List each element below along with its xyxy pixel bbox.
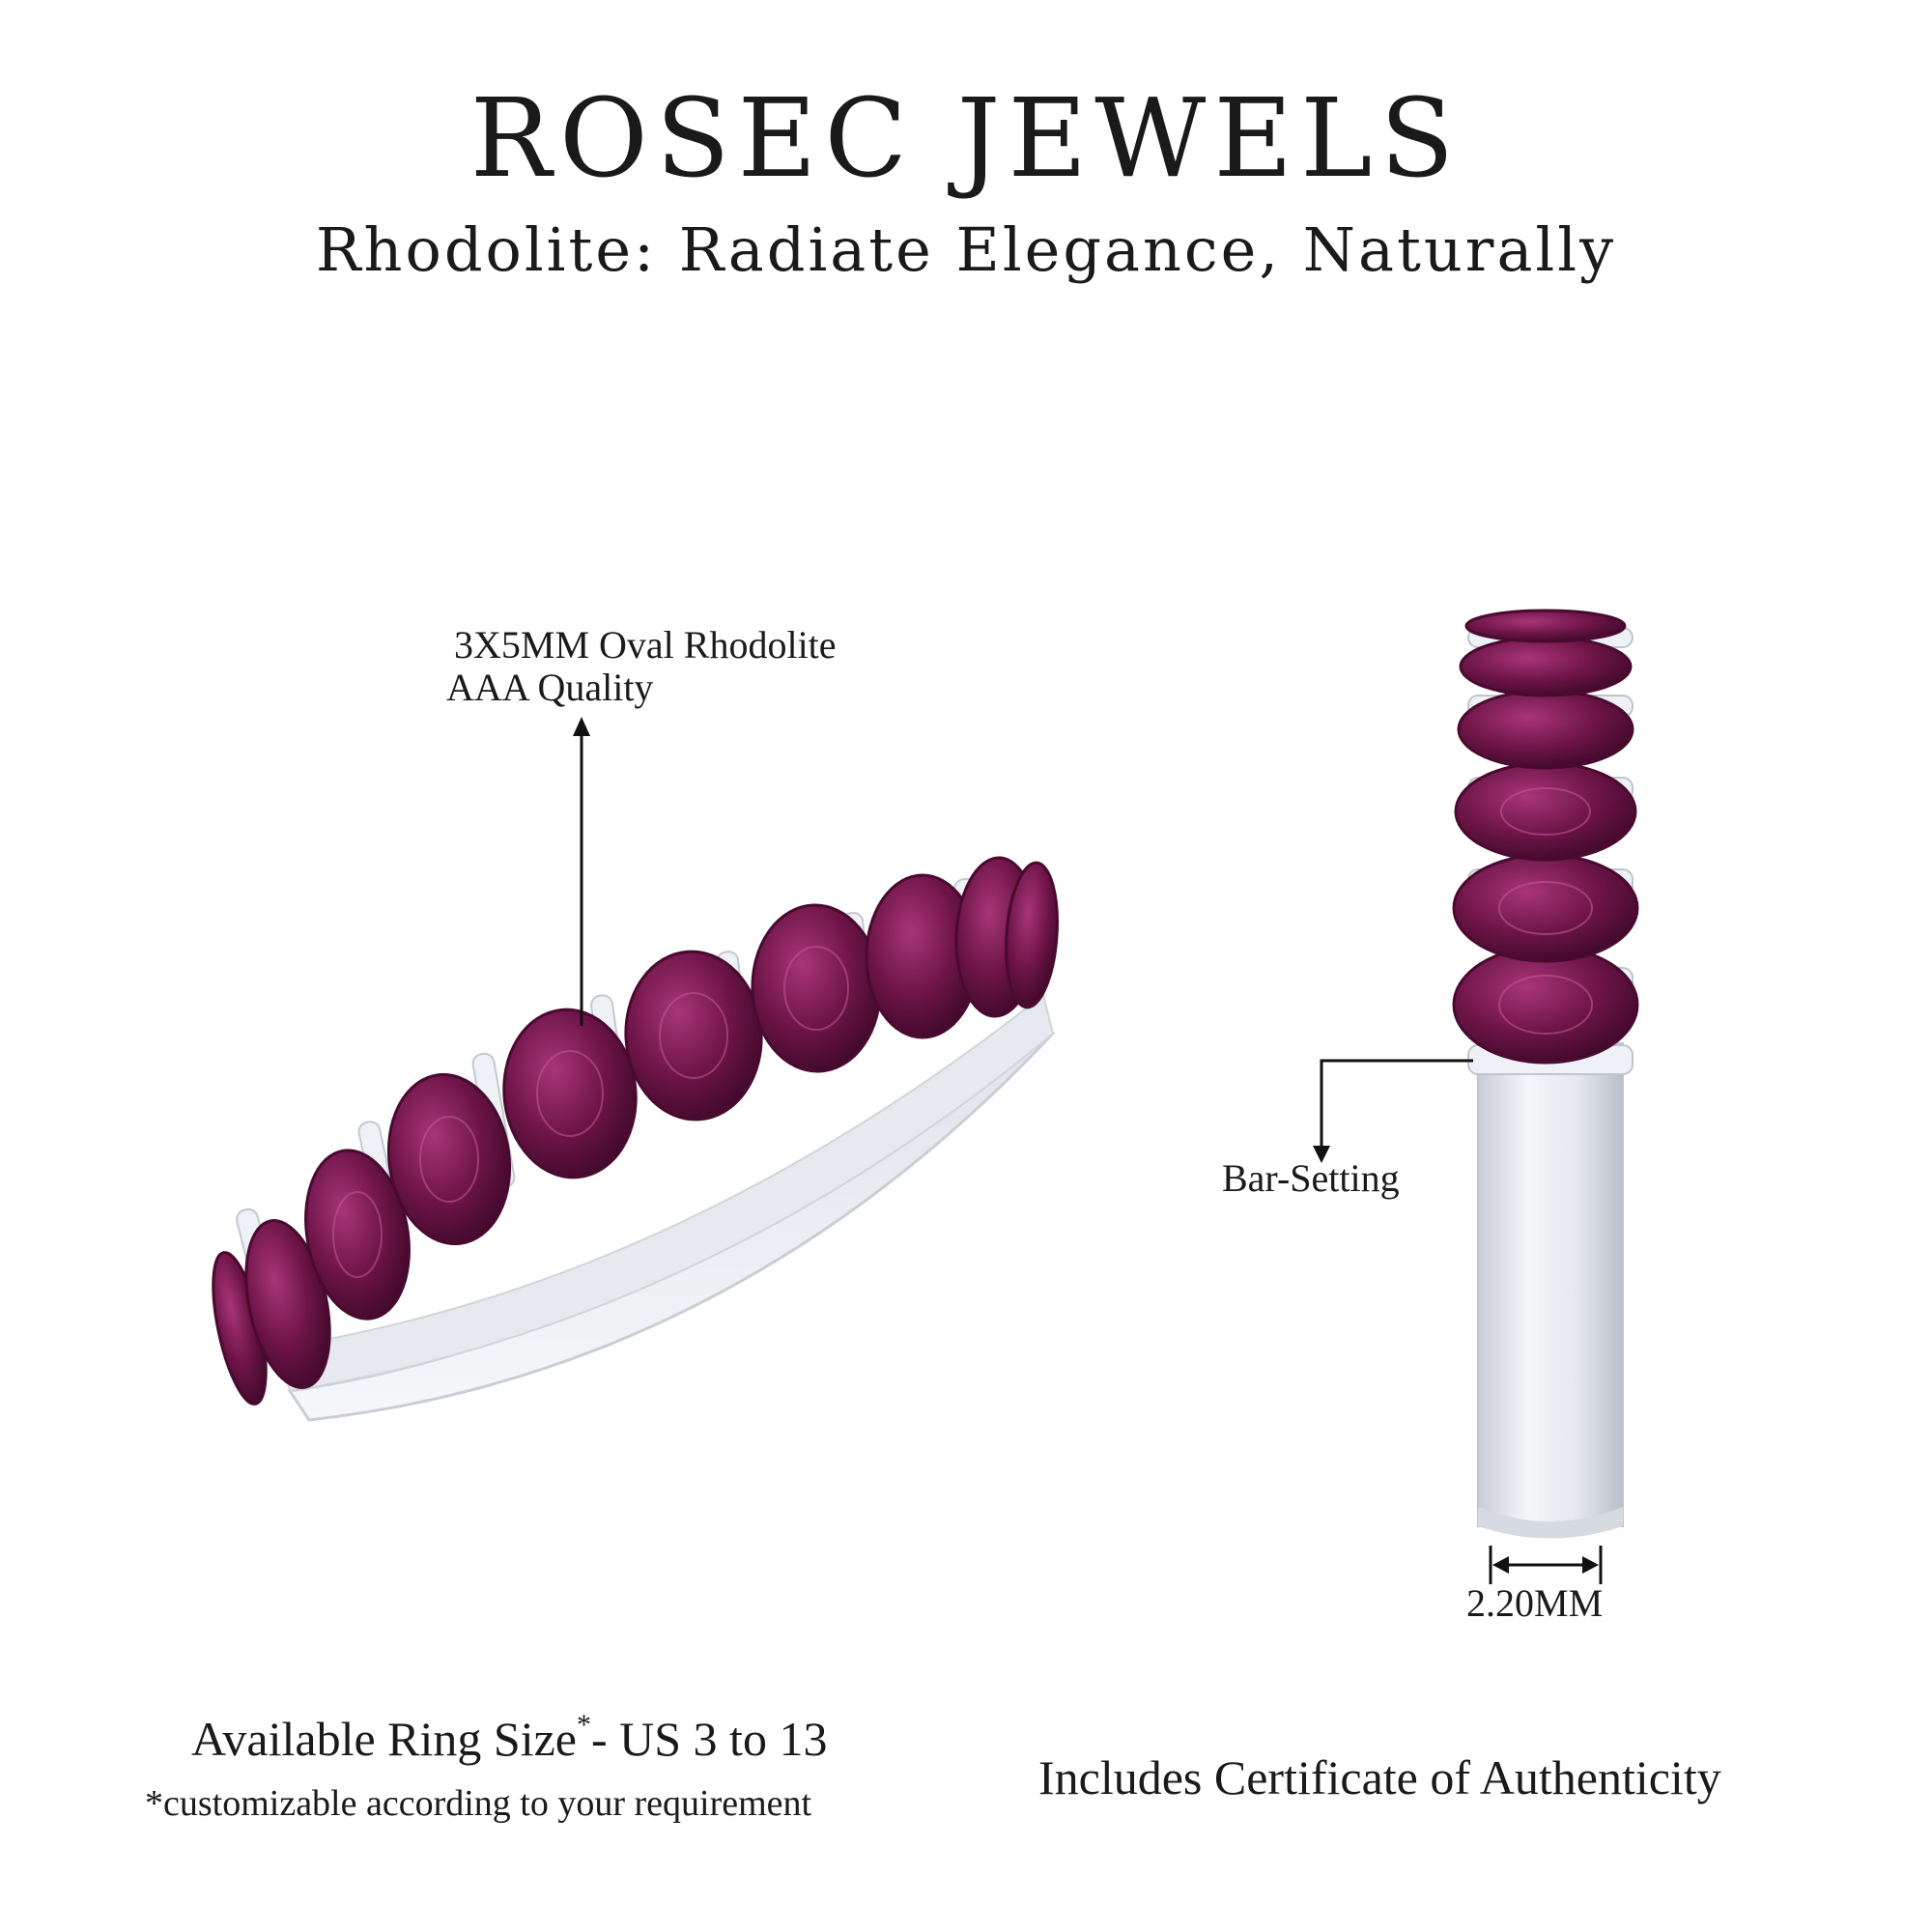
ring-size-prefix: Available Ring Size [191,1712,577,1766]
ring-size-range: - US 3 to 13 [590,1712,828,1766]
brand-title: ROSEC JEWELS [469,76,1463,202]
ring-size-asterisk: * [576,1709,591,1741]
customizable-note: *customizable according to your requirem… [145,1783,812,1824]
ring-side-view [1452,609,1639,1539]
bar-setting-label: Bar-Setting [1222,1156,1400,1200]
tagline: Rhodolite: Radiate Elegance, Naturally [315,214,1617,285]
stone-callout-arrow [573,717,590,1026]
ring-size-info: Available Ring Size*- US 3 to 13 [191,1711,828,1766]
certificate-note: Includes Certificate of Authenticity [1038,1750,1721,1804]
bar-setting-callout-arrow [1313,1059,1473,1163]
width-dimension-arrow [1489,1546,1603,1584]
band-width-label: 2.20MM [1466,1581,1604,1625]
stone-quality-label: AAA Quality [446,666,654,709]
ring-angled-view [212,856,1059,1422]
stone-size-label: 3X5MM Oval Rhodolite [454,623,837,667]
